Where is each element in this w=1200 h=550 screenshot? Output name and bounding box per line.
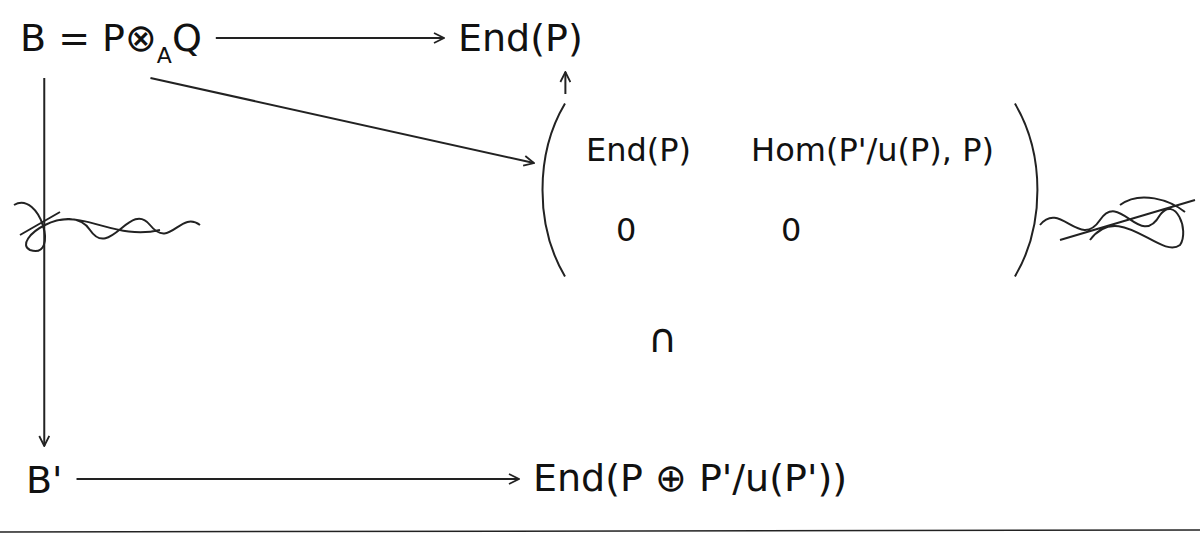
arrow [150, 78, 534, 163]
matrix-grid: End(P) Hom(P'/u(P), P) 0 0 [586, 130, 994, 250]
math-text: Q [172, 16, 202, 60]
matrix-entry: End(P) [586, 130, 691, 170]
matrix-node: End(P) Hom(P'/u(P), P) 0 0 [540, 100, 1040, 280]
matrix-entry: Hom(P'/u(P), P) [751, 130, 994, 170]
arrow [564, 72, 566, 94]
matrix-parens [540, 100, 1040, 280]
math-text: End(P) [458, 16, 583, 60]
math-node: B' [18, 452, 71, 508]
arrow [216, 37, 444, 39]
matrix-entry: 0 [751, 210, 994, 250]
math-node: End(P ⊕ P'/u(P')) [525, 450, 855, 506]
scribble [1040, 197, 1195, 247]
math-text: B' [26, 458, 63, 502]
subscript: A [157, 43, 172, 68]
paren-stroke [542, 104, 1037, 277]
math-text: B = P⊗ [20, 16, 157, 60]
matrix-entry: 0 [586, 210, 691, 250]
arrow [77, 478, 519, 480]
rule-line [0, 530, 1200, 532]
math-node: End(P) [450, 10, 591, 66]
math-text: End(P ⊕ P'/u(P')) [533, 456, 847, 500]
inclusion-symbol: ∩ [648, 316, 677, 360]
scribble [14, 203, 200, 251]
math-node: B = P⊗AQ [12, 10, 210, 72]
arrow [43, 78, 45, 446]
